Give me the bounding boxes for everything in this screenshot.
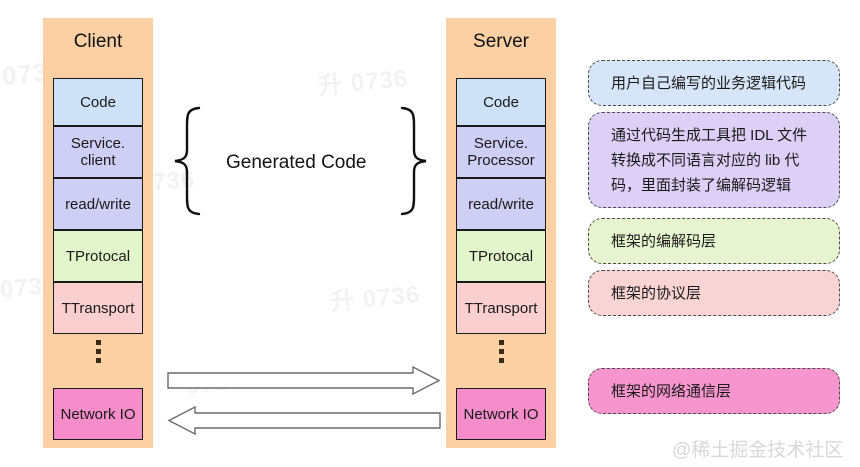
server-layer-ttransport[interactable]: TTransport: [456, 282, 546, 334]
corner-watermark: @稀土掘金技术社区: [672, 440, 844, 461]
callout-business-logic[interactable]: 用户自己编写的业务逻辑代码: [588, 60, 840, 106]
server-column: Server Code Service. Processor read/writ…: [446, 18, 556, 448]
callout-network-layer[interactable]: 框架的网络通信层: [588, 368, 840, 414]
client-layer-code[interactable]: Code: [53, 78, 143, 126]
callout-codec-layer[interactable]: 框架的编解码层: [588, 218, 840, 264]
server-title: Server: [473, 31, 529, 52]
client-layer-tprotocal[interactable]: TProtocal: [53, 230, 143, 282]
callout-protocol-layer[interactable]: 框架的协议层: [588, 270, 840, 316]
server-layer-code[interactable]: Code: [456, 78, 546, 126]
client-layer-network-io[interactable]: Network IO: [53, 388, 143, 440]
client-column: Client Code Service. client read/write T…: [43, 18, 153, 448]
client-layer-ttransport[interactable]: TTransport: [53, 282, 143, 334]
generated-code-label: Generated Code: [226, 152, 367, 173]
background-watermark-5: 升 0736: [329, 281, 422, 316]
client-ellipsis-icon: [93, 340, 103, 363]
client-title: Client: [73, 31, 123, 52]
server-ellipsis-icon: [496, 340, 506, 363]
callout-generated-lib[interactable]: 通过代码生成工具把 IDL 文件 转换成不同语言对应的 lib 代 码，里面封装…: [588, 112, 840, 208]
client-layer-read-write[interactable]: read/write: [53, 178, 143, 230]
client-generated-code-brace: [174, 106, 201, 216]
response-arrow-left: [167, 405, 441, 436]
server-layer-network-io[interactable]: Network IO: [456, 388, 546, 440]
background-watermark-2: 升 0736: [317, 65, 410, 100]
server-generated-code-brace: [400, 106, 427, 216]
request-arrow-right: [167, 366, 441, 396]
server-layer-service-processor[interactable]: Service. Processor: [456, 126, 546, 178]
server-layer-tprotocal[interactable]: TProtocal: [456, 230, 546, 282]
server-layer-read-write[interactable]: read/write: [456, 178, 546, 230]
client-layer-service-client[interactable]: Service. client: [53, 126, 143, 178]
